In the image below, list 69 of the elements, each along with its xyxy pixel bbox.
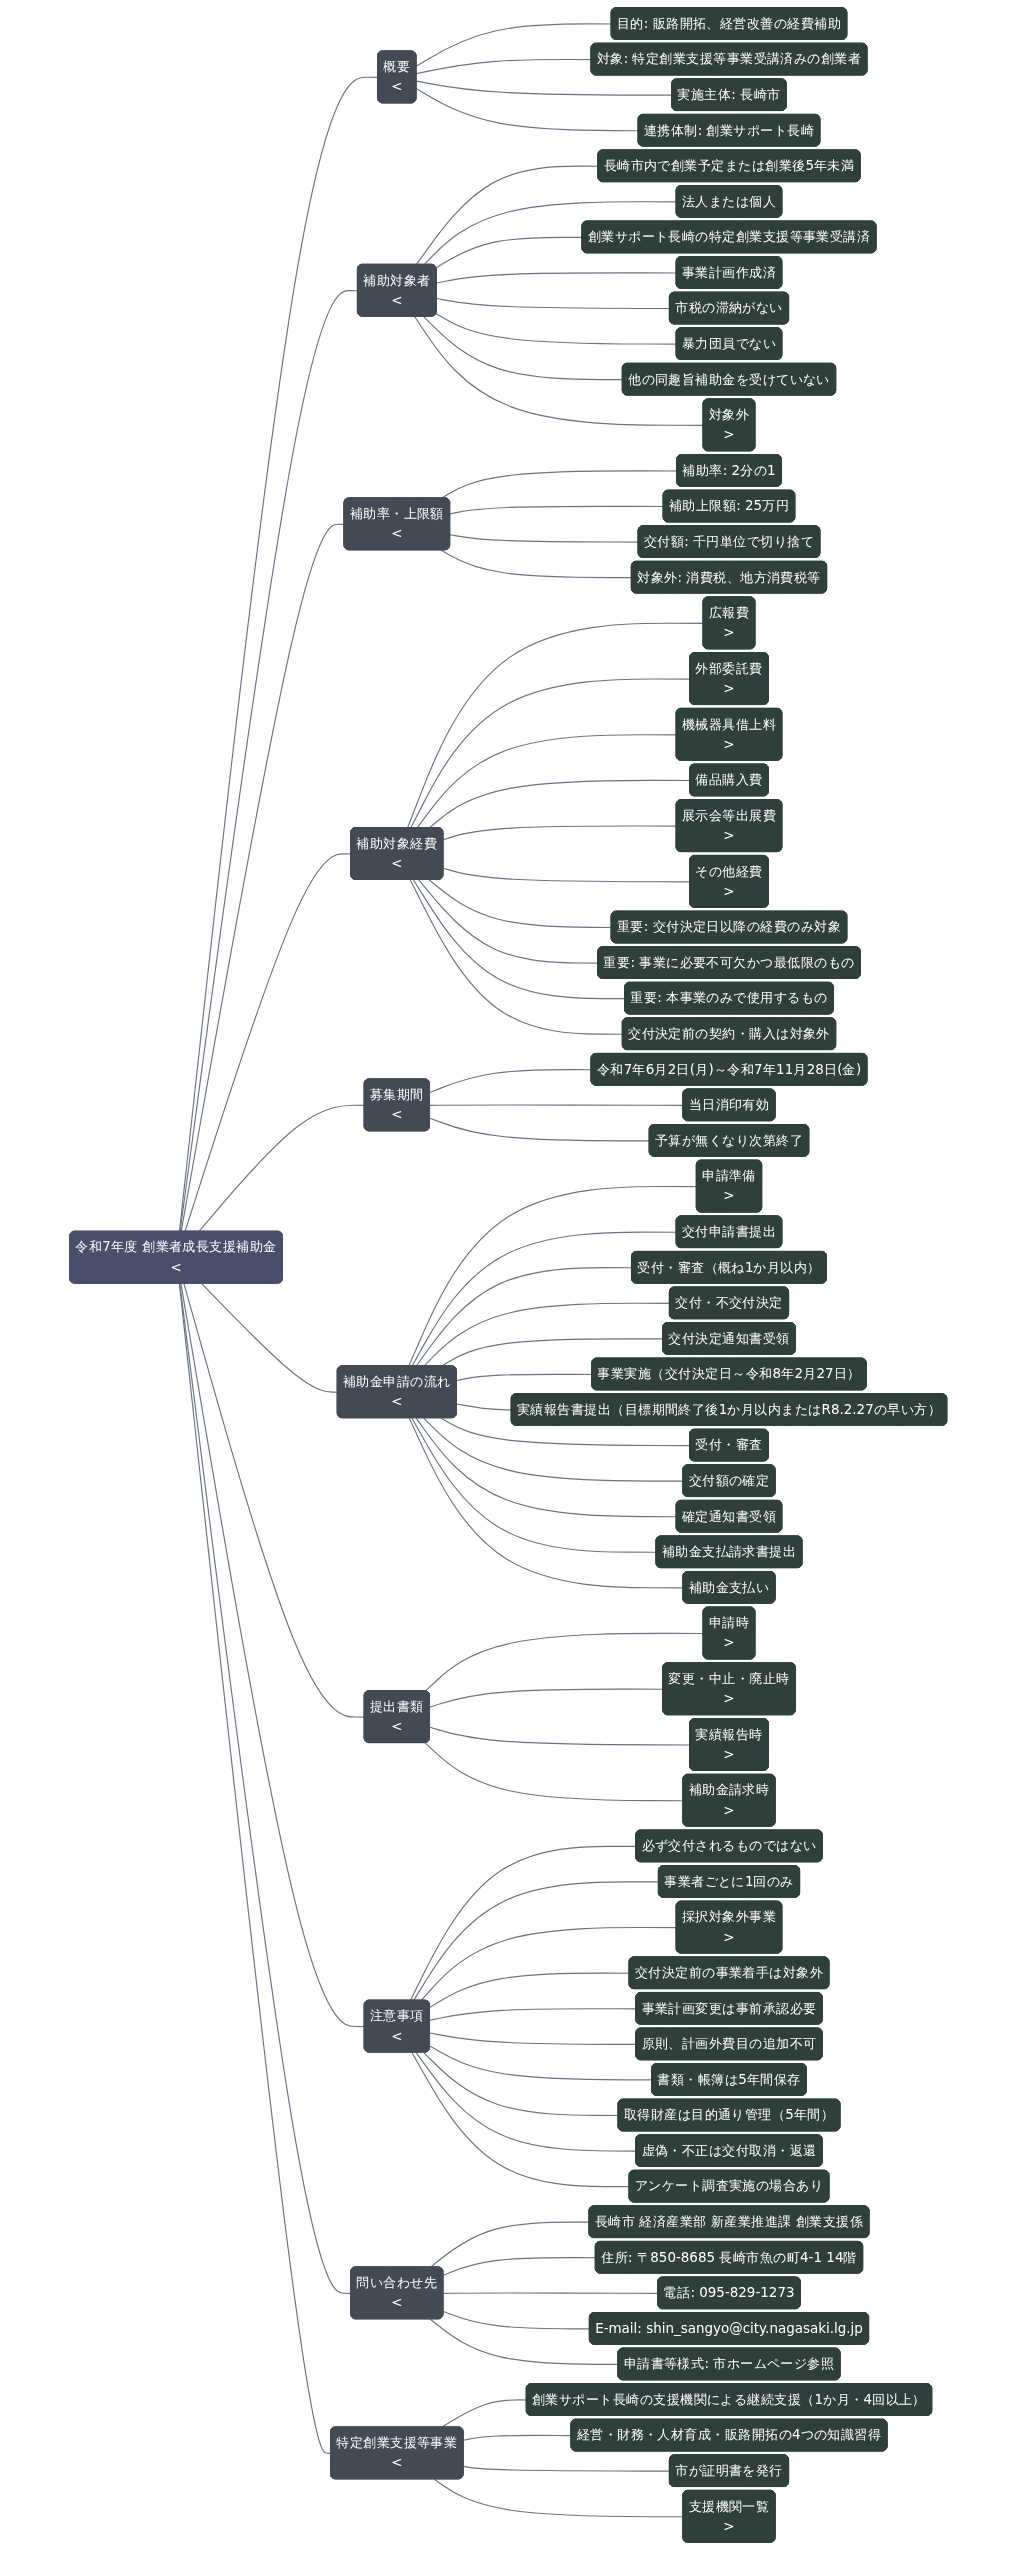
connector [415, 88, 639, 132]
connector [429, 1104, 684, 1106]
connector [200, 1283, 339, 1393]
connector [178, 1283, 332, 2454]
connector [440, 549, 633, 579]
connector [416, 734, 677, 829]
connector [415, 1417, 677, 1518]
connector [435, 272, 677, 284]
connector [435, 297, 671, 310]
connector [420, 1926, 677, 2002]
connector [409, 879, 624, 1035]
connector [429, 2008, 637, 2021]
connector [411, 2051, 630, 2188]
connector [428, 879, 612, 929]
connector [415, 80, 673, 96]
connector [442, 2257, 597, 2276]
connector [412, 879, 626, 1000]
connector [429, 2045, 653, 2081]
connector [422, 316, 624, 381]
connector [409, 678, 691, 829]
connector [442, 867, 691, 883]
connector [429, 1726, 691, 1746]
connector [411, 1417, 657, 1553]
connector [462, 2465, 671, 2472]
connector [429, 1688, 664, 1708]
connector [433, 2478, 684, 2518]
connector [449, 505, 664, 515]
connector [422, 2051, 619, 2117]
connector [408, 1417, 684, 1589]
connector [462, 2434, 572, 2441]
connector [424, 1742, 684, 1802]
connector [449, 534, 639, 543]
connector [435, 236, 583, 269]
connector [442, 2310, 591, 2330]
connector [415, 1267, 633, 1367]
connector [422, 201, 677, 266]
connector [180, 1283, 365, 2028]
connector [418, 879, 599, 964]
connector [422, 1417, 684, 1482]
connector [413, 316, 704, 426]
connector [440, 1417, 691, 1447]
connector [179, 290, 359, 1233]
connector [411, 1231, 677, 1367]
connector [415, 2051, 637, 2152]
connector [442, 825, 677, 841]
connector [429, 2318, 619, 2366]
connector [442, 2292, 659, 2294]
connector [409, 1845, 637, 2002]
connector [429, 2221, 590, 2268]
connector [178, 76, 379, 1233]
connector [412, 1881, 660, 2002]
connector [415, 58, 592, 75]
connector [415, 23, 612, 67]
connector [428, 779, 691, 829]
connector [180, 523, 345, 1233]
connector [184, 853, 352, 1233]
connector [424, 1632, 704, 1692]
connector [422, 1302, 671, 1367]
connector [197, 1104, 365, 1233]
connector [456, 1373, 593, 1382]
connector [406, 622, 704, 829]
connector [407, 1185, 698, 1367]
connector [183, 1283, 365, 1718]
connector [429, 1069, 592, 1094]
connector [429, 1972, 630, 2008]
connector [435, 313, 677, 345]
connector [429, 2032, 637, 2045]
connector [179, 1283, 352, 2294]
connector [415, 165, 599, 266]
